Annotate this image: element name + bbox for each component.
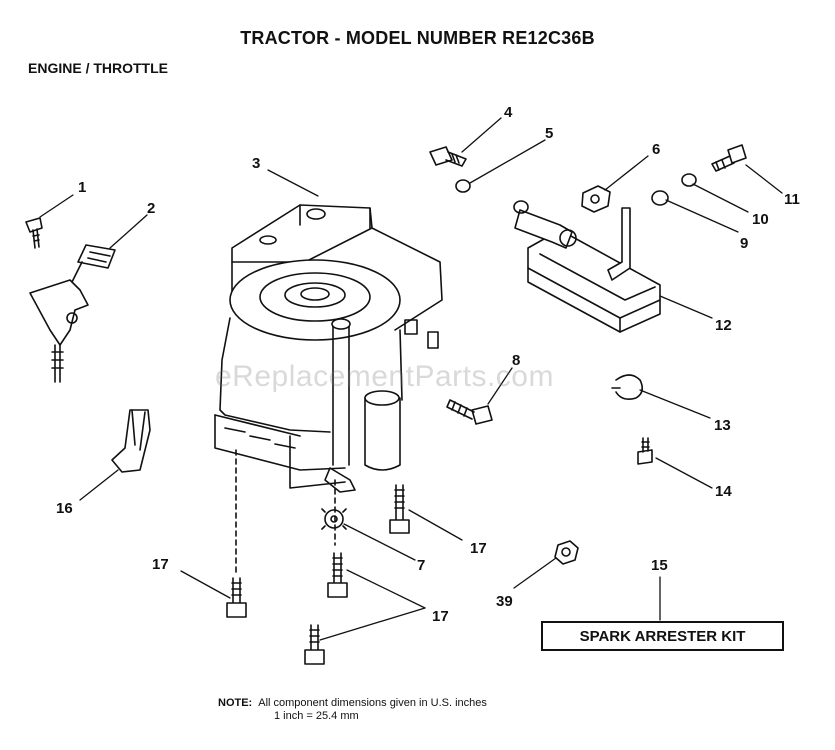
- screw-part-1: [25, 217, 43, 249]
- clamp-part-13: [611, 374, 644, 400]
- callout-13: 13: [714, 417, 731, 434]
- throttle-bracket-part-2: [29, 244, 116, 383]
- callout-2: 2: [147, 200, 155, 217]
- bolt-part-17-b: [226, 577, 247, 618]
- callout-17-c: 17: [432, 608, 449, 625]
- callout-8: 8: [512, 352, 520, 369]
- bolt-part-4: [429, 146, 467, 167]
- callout-15: 15: [651, 557, 668, 574]
- note-line-2: 1 inch = 25.4 mm: [274, 710, 359, 722]
- washer-part-5: [455, 179, 471, 193]
- note-label: NOTE:: [218, 697, 253, 709]
- callout-5: 5: [545, 125, 553, 142]
- page-title: TRACTOR - MODEL NUMBER RE12C36B: [240, 28, 595, 48]
- callout-3: 3: [252, 155, 260, 172]
- washer-part-10: [681, 173, 697, 187]
- muffler-part-12: [513, 200, 661, 333]
- lockwasher-part-7: [321, 508, 347, 530]
- engine-part-3: [214, 204, 443, 576]
- screw-part-14: [637, 437, 653, 465]
- callout-9: 9: [740, 235, 748, 252]
- gasket-part-6: [581, 185, 611, 213]
- note-line-1: All component dimensions given in U.S. i…: [258, 697, 487, 709]
- callout-10: 10: [752, 211, 769, 228]
- callout-17-b: 17: [152, 556, 169, 573]
- callout-17-a: 17: [470, 540, 487, 557]
- lever-part-16: [111, 409, 151, 473]
- bolt-part-17-a: [389, 484, 410, 534]
- dimension-note: NOTE: All component dimensions given in U…: [218, 697, 487, 723]
- bolt-part-17-d: [304, 624, 325, 665]
- callout-14: 14: [715, 483, 732, 500]
- bolt-part-8: [446, 399, 493, 425]
- callout-11: 11: [784, 191, 800, 208]
- nut-part-39: [554, 540, 579, 565]
- bolt-part-11: [711, 144, 747, 172]
- washer-part-9: [651, 190, 669, 206]
- callout-39: 39: [496, 593, 513, 610]
- leader-lines: [39, 117, 783, 641]
- callout-16: 16: [56, 500, 73, 517]
- callout-7: 7: [417, 557, 425, 574]
- watermark: eReplacementParts.com: [215, 360, 554, 393]
- callout-6: 6: [652, 141, 660, 158]
- bolt-part-17-c: [327, 552, 348, 598]
- callout-12: 12: [715, 317, 732, 334]
- section-subtitle: ENGINE / THROTTLE: [28, 60, 168, 76]
- spark-arrester-kit-label: SPARK ARRESTER KIT: [541, 621, 784, 651]
- callout-4: 4: [504, 104, 513, 121]
- callout-1: 1: [78, 179, 86, 196]
